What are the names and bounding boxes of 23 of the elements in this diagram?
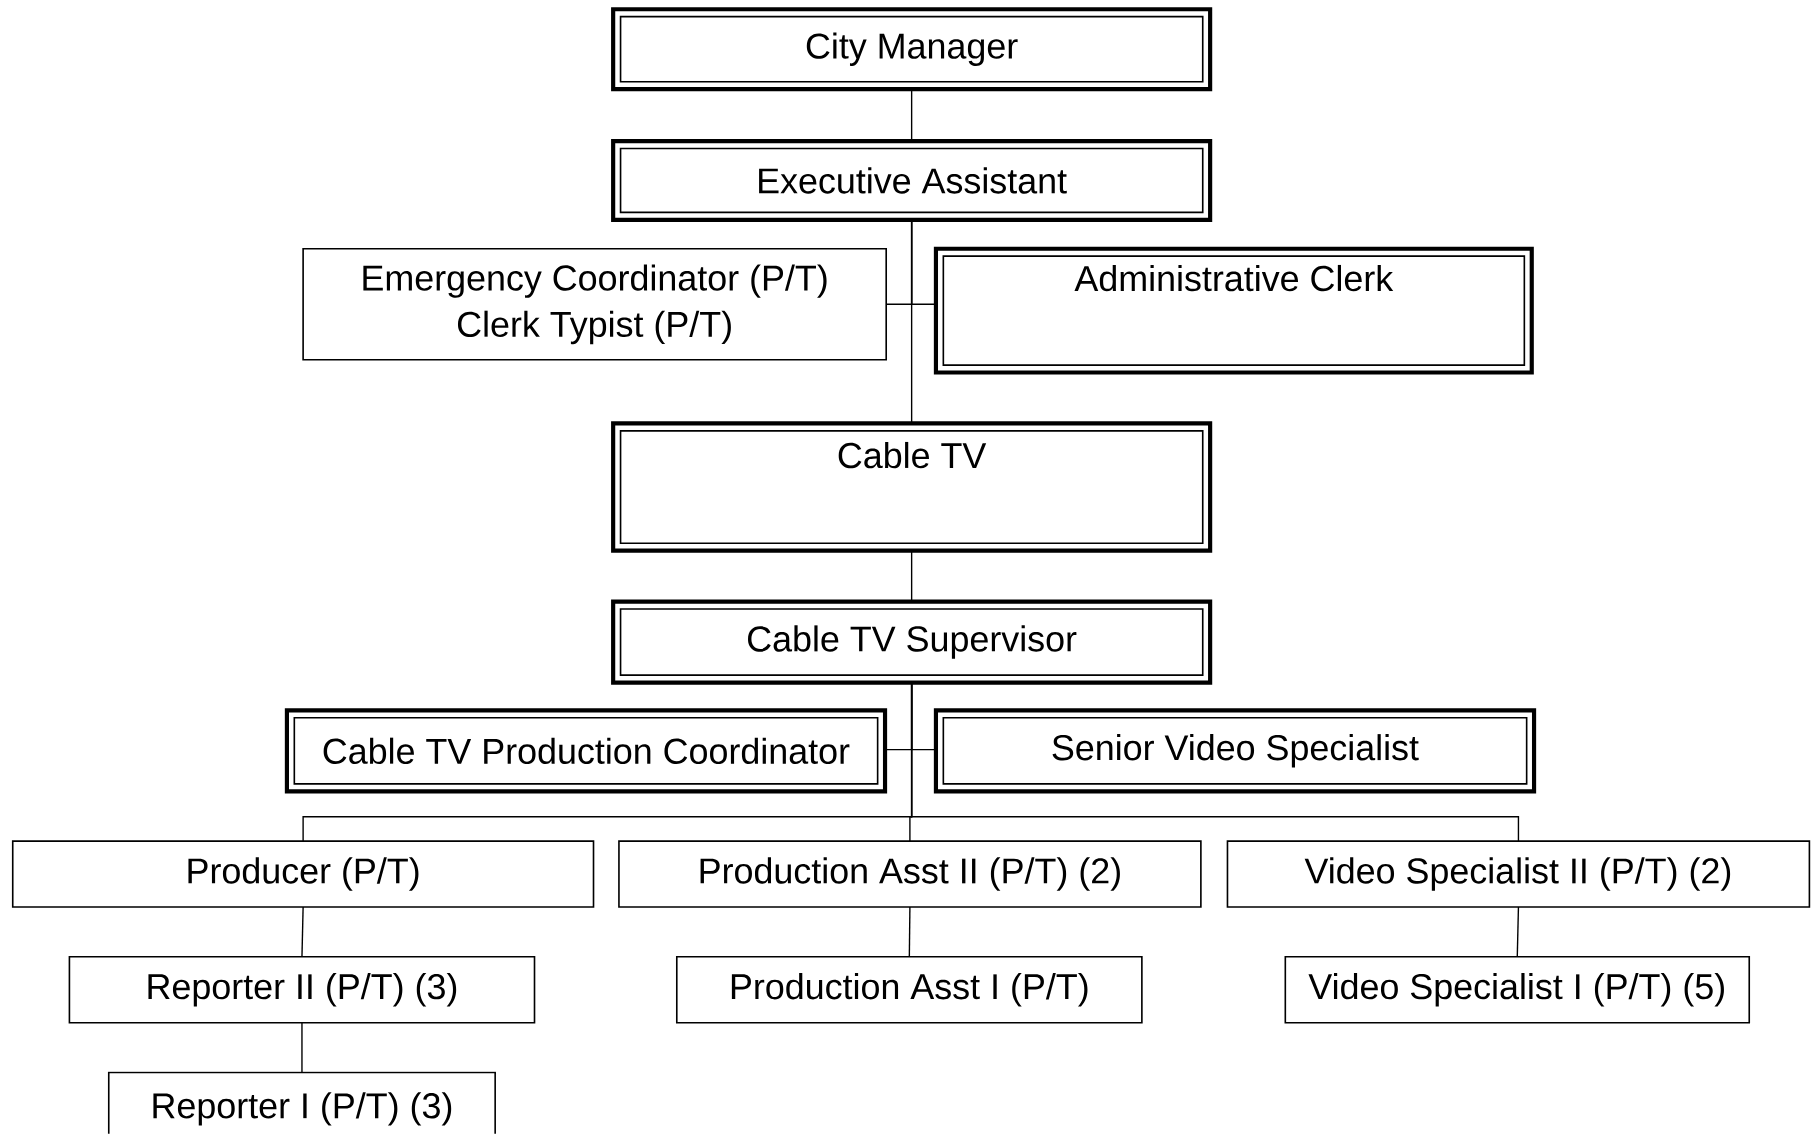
position-box: Executive Assistant <box>611 139 1213 223</box>
connector-line <box>910 219 913 425</box>
position-box: Senior Video Specialist <box>933 708 1537 794</box>
connector-line <box>910 550 913 603</box>
connector-line <box>908 906 911 958</box>
position-box: City Manager <box>611 7 1213 92</box>
position-box: Video Specialist II (P/T) (2) <box>1226 840 1811 908</box>
position-box: Video Specialist I (P/T) (5) <box>1284 956 1751 1024</box>
position-box: Cable TV Production Coordinator <box>284 708 888 794</box>
position-box: Reporter II (P/T) (3) <box>68 956 536 1024</box>
position-box: Administrative Clerk <box>933 246 1534 375</box>
position-box: Producer (P/T) <box>11 840 595 908</box>
position-box: Cable TV Supervisor <box>611 599 1213 685</box>
position-box: Production Asst I (P/T) <box>676 956 1143 1024</box>
position-box: Cable TV <box>611 421 1213 553</box>
connector-line <box>910 682 1520 842</box>
connector-line <box>1516 906 1520 958</box>
connector-line <box>301 1022 303 1074</box>
connector-line <box>910 88 913 142</box>
position-box: Reporter I (P/T) (3) <box>107 1071 496 1134</box>
position-box: Emergency Coordinator (P/T) Clerk Typist (P/T) <box>302 248 887 361</box>
connector-line <box>301 906 304 958</box>
position-box: Production Asst II (P/T) (2) <box>618 840 1202 908</box>
